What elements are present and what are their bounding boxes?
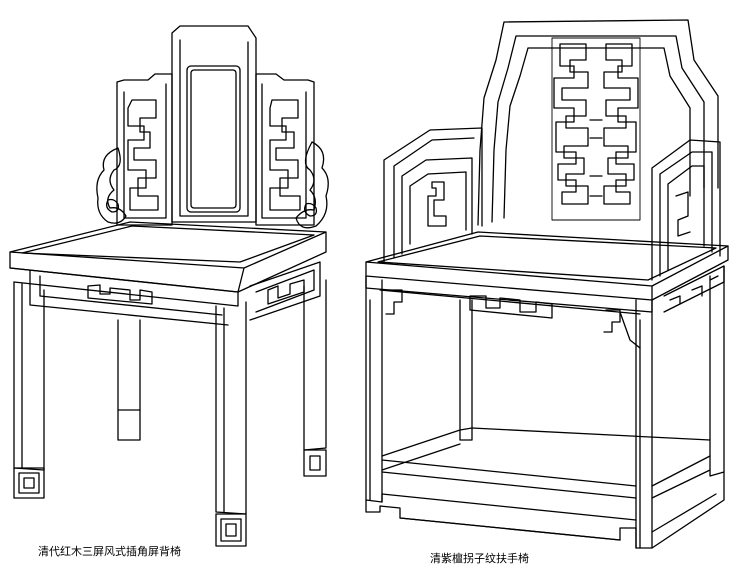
left-chair-caption: 清代红木三屏风式插角屏背椅 — [38, 545, 181, 558]
right-chair-drawing — [366, 20, 728, 548]
right-chair-caption: 清紫檀拐子纹扶手椅 — [430, 552, 529, 565]
left-chair-drawing — [10, 26, 328, 546]
